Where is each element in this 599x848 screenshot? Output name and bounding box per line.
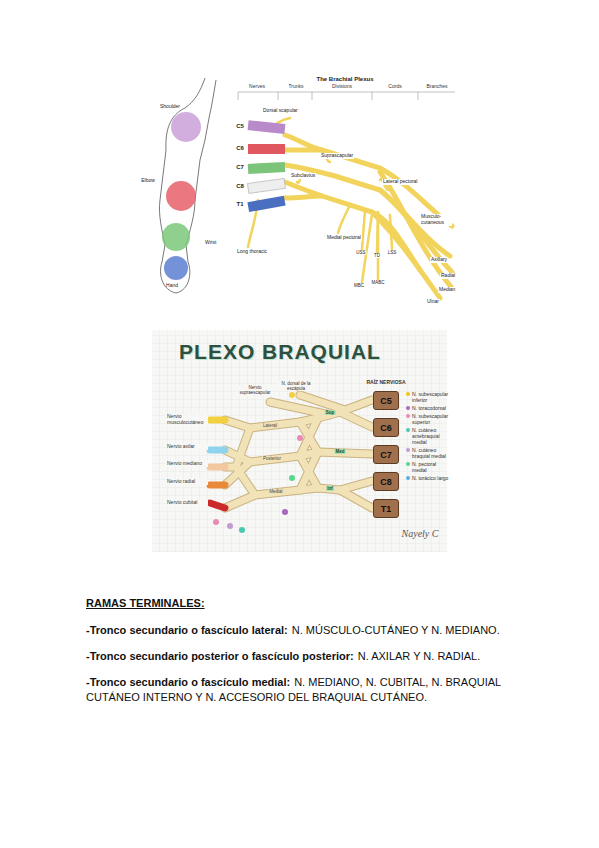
label: Nervio supraescapular xyxy=(237,385,273,395)
label: C5 xyxy=(236,123,244,130)
paragraph-body: N. AXILAR Y N. RADIAL. xyxy=(358,650,480,662)
legend-text: N. cutáneo antebraquial medial xyxy=(412,427,450,445)
label: Elbow xyxy=(141,178,155,184)
legend-swatch xyxy=(406,428,410,432)
paragraph: -Tronco secundario o fascículo medial:N.… xyxy=(86,675,531,705)
legend-row: N. subescapular inferior xyxy=(406,391,450,403)
label: Shoulder xyxy=(160,104,180,110)
label: Posterior xyxy=(262,456,282,461)
label: N. dorsal de la escápula xyxy=(278,381,314,391)
label: C6 xyxy=(236,145,244,152)
label: Med xyxy=(335,449,346,454)
label: C7 xyxy=(236,164,244,171)
legend-swatch xyxy=(406,414,410,418)
legend-text: N. torácico largo xyxy=(412,475,450,481)
label: RAÍZ NERVIOSA xyxy=(366,380,405,386)
paragraph: -Tronco secundario posterior o fascículo… xyxy=(86,649,531,664)
label: Nervio musculocutáneo xyxy=(166,414,208,426)
legend-row: N. cutáneo antebraquial medial xyxy=(406,427,450,445)
label: Inf xyxy=(326,486,334,491)
label: Musculo-cutaneous xyxy=(420,214,452,226)
label: Nervio mediano xyxy=(166,461,208,467)
label: RAMAS TERMINALES: xyxy=(86,597,205,610)
paragraph-heading: -Tronco secundario o fascículo lateral: xyxy=(86,624,288,636)
root-label: C6 xyxy=(380,423,392,433)
label: Long thoracic xyxy=(236,249,268,255)
paragraph: -Tronco secundario o fascículo lateral: N… xyxy=(86,623,531,638)
label: PLEXO BRAQUIAL xyxy=(179,340,381,364)
label: LSS xyxy=(387,250,398,255)
label: Divisions xyxy=(331,84,353,90)
legend-row: N. toracodorsal xyxy=(406,405,450,411)
root-box: C8 xyxy=(373,472,399,491)
label: C8 xyxy=(236,183,244,190)
label: Lateral xyxy=(262,423,278,428)
label: Suprascapular xyxy=(320,153,354,159)
root-label: C8 xyxy=(380,477,392,487)
label: Wrist xyxy=(205,240,216,246)
label: Branches xyxy=(425,84,448,90)
label: Hand xyxy=(166,283,178,289)
root-label: C5 xyxy=(380,396,392,406)
label: Axillary xyxy=(430,257,448,263)
root-box: T1 xyxy=(373,499,399,518)
label: Nervio radial xyxy=(166,479,208,485)
label: Nervio cubital xyxy=(166,500,208,506)
root-label: C7 xyxy=(380,450,392,460)
legend-text: N. cutáneo braquial medial xyxy=(412,447,450,459)
label: Medial xyxy=(268,489,283,494)
label: T1 xyxy=(236,201,243,208)
label: Dorsal scapular xyxy=(262,108,299,114)
label: Lateral pectoral xyxy=(382,179,418,185)
paragraph-body: N. MÚSCULO-CUTÁNEO Y N. MEDIANO. xyxy=(292,624,500,636)
root-box: C7 xyxy=(373,445,399,464)
legend-swatch xyxy=(406,392,410,396)
legend-text: N. subescapular inferior xyxy=(412,391,450,403)
label: Ulnar xyxy=(426,299,440,305)
label: Medial pectoral xyxy=(326,235,362,241)
label: Nayely C xyxy=(402,528,439,540)
legend-swatch xyxy=(406,448,410,452)
legend-row: N. cutáneo braquial medial xyxy=(406,447,450,459)
root-label: T1 xyxy=(381,504,392,514)
label: TD xyxy=(373,253,381,258)
label: Trunks xyxy=(287,84,304,90)
root-box: C6 xyxy=(373,418,399,437)
label: Nervio axilar xyxy=(166,444,208,450)
legend-text: N. subescapular superior xyxy=(412,413,450,425)
root-box: C5 xyxy=(373,391,399,410)
label: MBC xyxy=(353,283,365,288)
label: MABC xyxy=(370,280,385,285)
legend-text: N. toracodorsal xyxy=(412,405,450,411)
legend-swatch xyxy=(406,462,410,466)
label: Radial xyxy=(440,273,456,279)
legend-swatch xyxy=(406,476,410,480)
paragraph-heading: -Tronco secundario o fascículo medial: xyxy=(86,676,290,688)
label: Cords xyxy=(387,84,402,90)
legend-row: N. pectoral medial xyxy=(406,461,450,473)
label: USS xyxy=(355,250,366,255)
legend-text: N. pectoral medial xyxy=(412,461,450,473)
label: Subclavius xyxy=(290,173,316,179)
legend-swatch xyxy=(406,406,410,410)
label: Sup xyxy=(325,410,336,415)
legend-row: N. subescapular superior xyxy=(406,413,450,425)
label: Nerves xyxy=(248,84,266,90)
label: Median xyxy=(438,287,456,293)
label: The Brachial Plexus xyxy=(315,76,374,83)
paragraph-heading: -Tronco secundario posterior o fascículo… xyxy=(86,650,354,662)
legend-row: N. torácico largo xyxy=(406,475,450,481)
